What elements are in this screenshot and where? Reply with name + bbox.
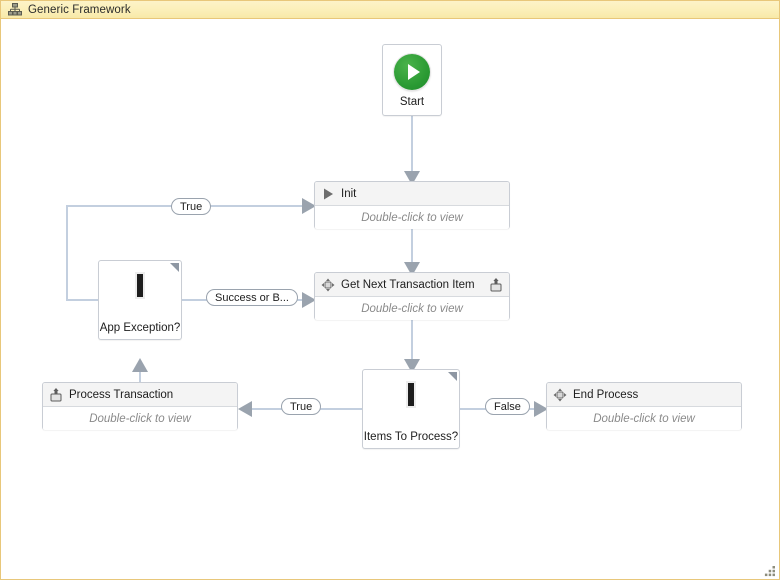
node-init-hint: Double-click to view <box>315 206 509 229</box>
arrowhead-start-init <box>404 171 420 185</box>
arrowhead-proctx-appexc <box>132 358 148 372</box>
diagram-canvas[interactable]: Start Init Double-click to view <box>1 19 779 579</box>
resize-grip[interactable] <box>764 564 776 577</box>
robot-move-icon <box>553 388 567 402</box>
hierarchy-icon <box>8 2 22 17</box>
arrowhead-items-proctx <box>238 401 252 417</box>
node-init[interactable]: Init Double-click to view <box>314 181 510 229</box>
arrowhead-items-endproc <box>534 401 548 417</box>
node-proctx-header: Process Transaction <box>43 383 237 407</box>
window-title: Generic Framework <box>28 3 131 16</box>
node-proctx-hint: Double-click to view <box>43 407 237 430</box>
node-getnext-hint: Double-click to view <box>315 297 509 320</box>
node-endproc-label: End Process <box>573 388 639 401</box>
edge-label-success-or-b[interactable]: Success or B... <box>206 289 298 306</box>
window-titlebar: Generic Framework <box>1 1 779 19</box>
node-end-process[interactable]: End Process Double-click to view <box>546 382 742 430</box>
node-process-transaction[interactable]: Process Transaction Double-click to view <box>42 382 238 430</box>
arrowhead-appexc-getnext <box>302 292 316 308</box>
edge-label-false-items-endproc[interactable]: False <box>485 398 530 415</box>
arrowhead-init-getnext <box>404 262 420 276</box>
node-init-header: Init <box>315 182 509 206</box>
diamond-icon <box>408 383 414 406</box>
node-endproc-header: End Process <box>547 383 741 407</box>
node-getnext-header: Get Next Transaction Item <box>315 273 509 297</box>
node-init-label: Init <box>341 187 357 200</box>
node-items-to-process-label: Items To Process? <box>363 431 459 443</box>
node-start[interactable]: Start <box>382 44 442 116</box>
play-circle-icon <box>394 54 430 90</box>
arrowhead-getnext-items <box>404 359 420 373</box>
edge-label-true-appexc-init[interactable]: True <box>171 198 212 215</box>
node-endproc-hint: Double-click to view <box>547 407 741 430</box>
arrowhead-appexc-init <box>302 198 316 214</box>
node-getnext-label: Get Next Transaction Item <box>341 278 475 291</box>
play-triangle-icon <box>321 187 335 201</box>
robot-move-icon <box>321 278 335 292</box>
edge-label-true-items-proctx[interactable]: True <box>281 398 322 415</box>
output-arrow-icon <box>489 277 503 292</box>
input-arrow-icon <box>49 387 63 402</box>
node-get-next-transaction-item[interactable]: Get Next Transaction Item Double-click t… <box>314 272 510 320</box>
node-proctx-label: Process Transaction <box>69 388 174 401</box>
node-items-to-process[interactable]: Items To Process? <box>362 369 460 449</box>
diamond-icon <box>137 274 143 297</box>
node-app-exception-label: App Exception? <box>99 322 181 334</box>
decision-corner-marker <box>170 263 179 272</box>
node-start-label: Start <box>399 96 425 108</box>
decision-corner-marker <box>448 372 457 381</box>
node-app-exception[interactable]: App Exception? <box>98 260 182 340</box>
